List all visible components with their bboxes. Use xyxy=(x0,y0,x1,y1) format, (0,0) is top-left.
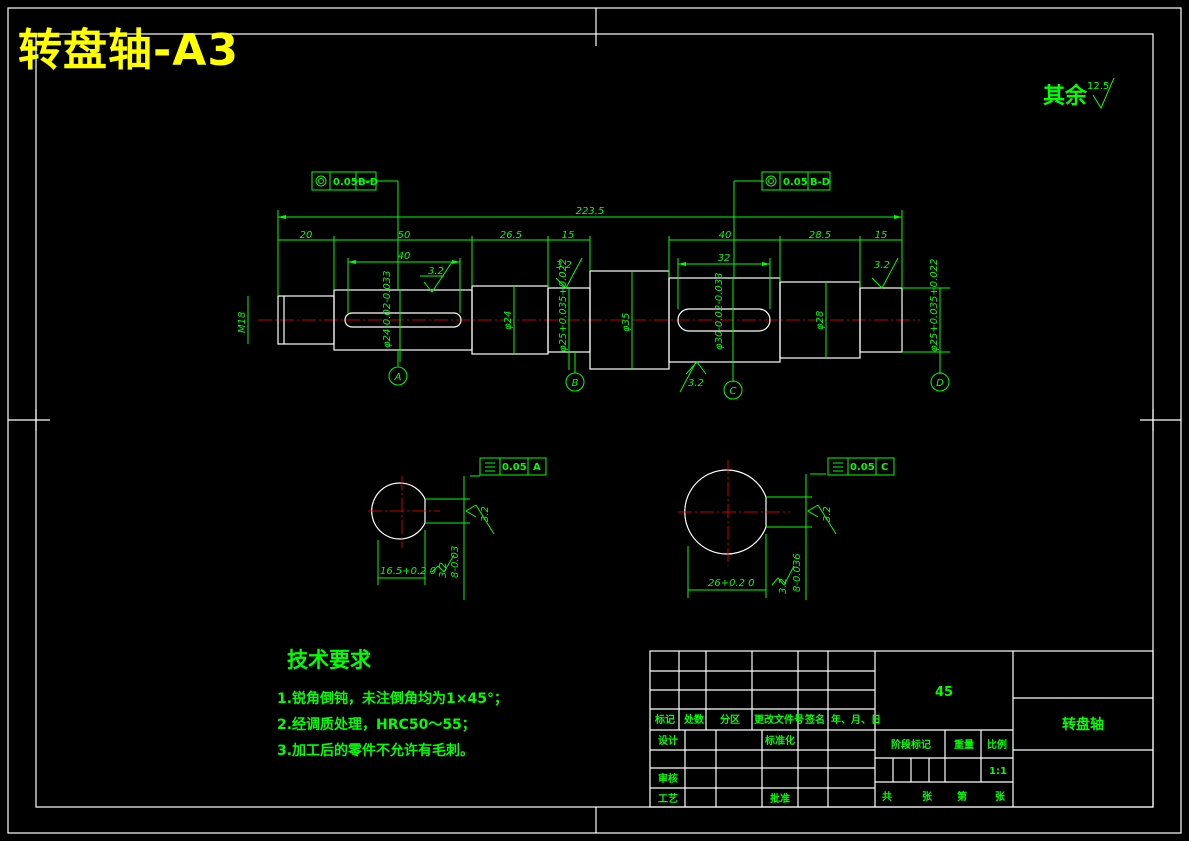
sheet-border xyxy=(7,7,1182,834)
roughness-value-1: 3.2 xyxy=(428,266,444,277)
length-15-right: 15 xyxy=(875,230,888,241)
svg-text:0.05: 0.05 xyxy=(502,462,527,473)
diameter-phi30-key: φ30-0.02-0.033 xyxy=(714,273,725,350)
roughness-value-2: 3.2 xyxy=(556,260,572,271)
diameter-phi25-right: φ25+0.035+0.022 xyxy=(929,259,940,352)
length-40: 40 xyxy=(719,230,732,241)
svg-text:共: 共 xyxy=(882,790,892,803)
part-name-label: 转盘轴 xyxy=(1062,716,1104,733)
datum-d-label: D xyxy=(936,378,944,389)
svg-text:更改文件号: 更改文件号 xyxy=(754,713,804,726)
keyway-right xyxy=(677,308,771,332)
svg-text:批准: 批准 xyxy=(770,792,790,805)
tech-requirement-1: 1.锐角倒钝，未注倒角均为1×45°； xyxy=(277,691,509,707)
roughness-value-3: 3.2 xyxy=(874,260,890,271)
svg-text:审核: 审核 xyxy=(658,772,678,785)
datum-a-label: A xyxy=(394,372,402,383)
keyway-length-left: 40 xyxy=(398,251,411,262)
svg-text:3.2: 3.2 xyxy=(480,506,491,522)
drawing-frame xyxy=(35,33,1154,808)
svg-text:A: A xyxy=(533,462,541,473)
datum-b-marker xyxy=(565,372,585,392)
length-26-5: 26.5 xyxy=(500,230,522,241)
section-a-depth-dim: 16.5+0.2 0 xyxy=(380,566,436,577)
section-view-a: 0.05 A 16.5+0.2 0 8-0.03 3.2 3.2 xyxy=(368,457,547,600)
svg-text:签名: 签名 xyxy=(804,713,825,726)
svg-text:3.2: 3.2 xyxy=(822,506,833,522)
length-28-5: 28.5 xyxy=(809,230,831,241)
title-block: 45 转盘轴 标记 处数 分区 更改文件号 签名 年、月、日 设计 审核 工艺 … xyxy=(649,650,1154,808)
roughness-value-4: 3.2 xyxy=(688,378,704,389)
keyway-length-right: 32 xyxy=(718,253,731,264)
scale-value: 1:1 xyxy=(989,766,1007,777)
length-15-left: 15 xyxy=(562,230,575,241)
svg-text:3.2: 3.2 xyxy=(438,562,449,578)
tech-requirements-heading: 技术要求 xyxy=(287,648,371,672)
diameter-m18: M18 xyxy=(237,312,248,333)
keyway-left xyxy=(344,312,462,328)
segment-phi25-right xyxy=(859,287,903,353)
roughness-note-label: 其余 xyxy=(1043,84,1088,109)
drawing-title: 转盘轴-A3 xyxy=(18,25,239,76)
svg-text:第: 第 xyxy=(957,790,967,803)
datum-c-marker xyxy=(723,380,743,400)
section-c-depth-dim: 26+0.2 0 xyxy=(708,578,755,589)
svg-text:B-D: B-D xyxy=(358,177,378,188)
svg-text:0.05: 0.05 xyxy=(850,462,875,473)
section-a-width-dim: 8-0.03 xyxy=(450,546,461,578)
diameter-phi25-left: φ25+0.035+0.022 xyxy=(558,259,569,352)
length-50: 50 xyxy=(398,230,411,241)
svg-text:分区: 分区 xyxy=(720,713,740,726)
tech-requirement-2: 2.经调质处理，HRC50～55； xyxy=(277,717,476,733)
svg-text:重量: 重量 xyxy=(954,738,974,751)
roughness-symbol xyxy=(1092,77,1115,110)
material-label: 45 xyxy=(935,685,953,700)
svg-text:阶段标记: 阶段标记 xyxy=(891,738,931,751)
svg-text:设计: 设计 xyxy=(658,734,678,747)
shaft-main-view: A B C D 0.05 B-D 0.05 B-D 223.5 20 50 26… xyxy=(237,171,950,400)
svg-text:0.05: 0.05 xyxy=(333,177,358,188)
svg-text:年、月、日: 年、月、日 xyxy=(831,713,881,726)
svg-text:张: 张 xyxy=(995,790,1006,803)
runout-frame-right: 0.05 B-D xyxy=(761,171,831,191)
section-c-width-dim: 8-0.036 xyxy=(792,553,803,592)
datum-b-label: B xyxy=(572,378,579,389)
svg-text:3.2: 3.2 xyxy=(778,578,789,594)
svg-text:B-D: B-D xyxy=(810,177,830,188)
runout-frame-left: 0.05 B-D xyxy=(311,171,378,191)
diameter-phi35: φ35 xyxy=(621,313,632,332)
roughness-note-value: 12.5 xyxy=(1087,81,1110,92)
datum-c-label: C xyxy=(730,386,737,397)
overall-length-label: 223.5 xyxy=(576,206,605,217)
svg-text:标记: 标记 xyxy=(654,713,675,726)
svg-text:张: 张 xyxy=(922,790,933,803)
svg-text:处数: 处数 xyxy=(683,713,705,726)
length-20: 20 xyxy=(300,230,313,241)
tech-requirement-3: 3.加工后的零件不允许有毛刺。 xyxy=(277,743,475,759)
datum-a-marker xyxy=(388,366,408,386)
datum-d-marker xyxy=(930,372,950,392)
svg-text:0.05: 0.05 xyxy=(783,177,808,188)
diameter-phi28: φ28 xyxy=(815,311,826,330)
svg-text:标准化: 标准化 xyxy=(764,734,795,747)
svg-text:比例: 比例 xyxy=(987,738,1007,751)
svg-text:C: C xyxy=(881,462,888,473)
section-view-c: 0.05 C 26+0.2 0 8-0.036 3.2 3.2 xyxy=(678,457,895,600)
diameter-phi24: φ24 xyxy=(503,311,514,330)
svg-text:工艺: 工艺 xyxy=(658,792,678,805)
diameter-phi24-key: φ24-0.02-0.033 xyxy=(382,271,393,348)
